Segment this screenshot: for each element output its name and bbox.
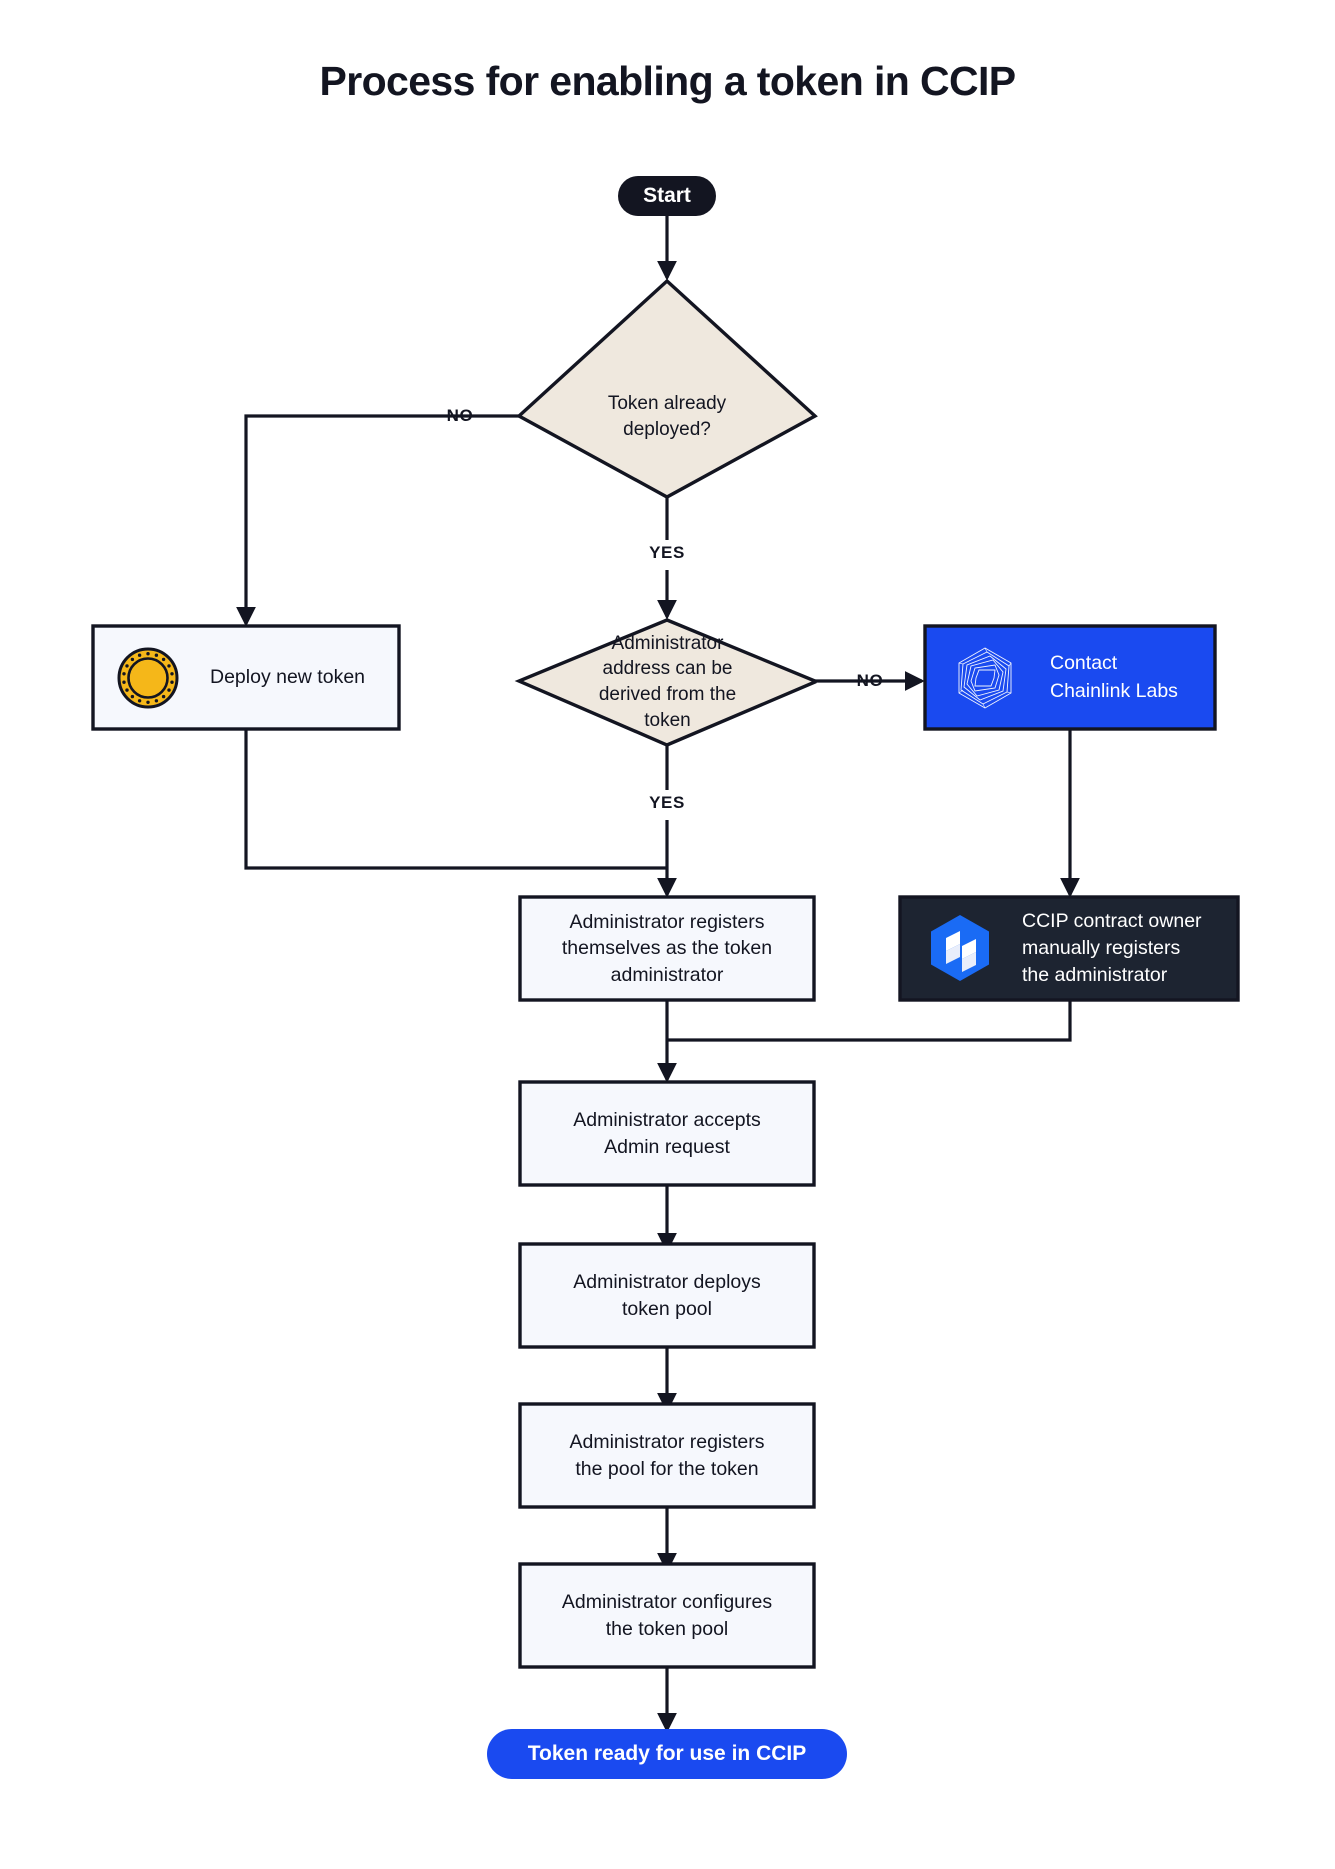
node-contact-chainlink-labs[interactable] [923,624,1217,731]
node-admin-configures-pool[interactable] [518,1562,816,1669]
node-decision-admin-derived[interactable] [514,618,817,747]
edge-label-admin-derived-yes: YES [649,793,685,812]
node-admin-deploys-pool[interactable] [518,1242,816,1349]
edge-token-deployed-no [236,414,519,627]
node-admin-registers-self[interactable] [518,895,816,1002]
gold-coin-icon [117,647,179,709]
edge-label-token-deployed-yes: YES [649,543,685,562]
page-title: Process for enabling a token in CCIP [319,58,1016,104]
node-start[interactable] [618,176,716,216]
node-admin-registers-pool[interactable] [518,1402,816,1509]
edge-label-admin-derived-no: NO [856,671,884,690]
node-decision-token-deployed[interactable] [516,278,818,499]
edge-ccip-owner-to-spine [667,1000,1072,1042]
edge-label-token-deployed-no: NO [446,406,474,425]
node-end[interactable] [487,1729,847,1779]
edge-deploy-to-admin-registers [244,729,667,870]
node-admin-accepts-request[interactable] [518,1080,816,1187]
